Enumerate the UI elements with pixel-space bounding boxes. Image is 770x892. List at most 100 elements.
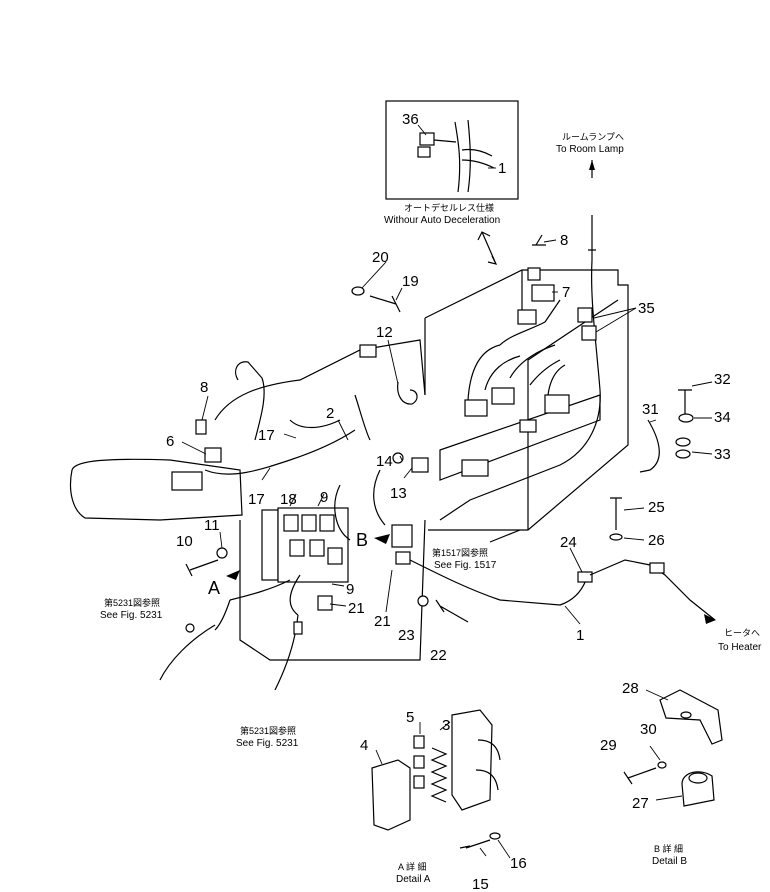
lever <box>235 361 265 441</box>
armrest-pad <box>69 458 243 521</box>
callout-33: 33 <box>714 446 731 463</box>
relay-1 <box>464 399 488 417</box>
callout-27: 27 <box>632 795 649 812</box>
controller-housing <box>424 267 629 531</box>
screw-15 <box>459 839 491 849</box>
room-lamp-arrowhead <box>589 160 595 170</box>
grommet-left <box>185 623 195 633</box>
callout-1-inset: 1 <box>498 160 506 177</box>
room-lamp-lead: ルームランプへ To Room Lamp <box>556 132 624 391</box>
washer-23 <box>417 595 429 607</box>
washer-26 <box>609 533 623 541</box>
relay-e <box>309 539 325 557</box>
bolt-32 <box>678 389 692 414</box>
relay-b <box>301 514 317 532</box>
callout-2: 2 <box>326 405 334 422</box>
callout-9-upper: 9 <box>320 489 328 506</box>
inset-frame <box>385 100 519 200</box>
detail-a-jp: A 詳 細 <box>398 861 427 872</box>
bracket-12a <box>359 344 377 358</box>
callout-10: 10 <box>176 533 193 550</box>
heater-arrowhead <box>704 614 716 624</box>
heater-wire-main <box>409 559 587 606</box>
leader-lines <box>181 239 713 859</box>
ref-5231-left-en: See Fig. 5231 <box>100 610 163 621</box>
callout-numbers: 8 7 35 32 34 33 31 25 26 24 1 20 19 12 2… <box>166 232 731 892</box>
view-marker-b: B <box>356 530 368 550</box>
bracket-12 <box>397 381 418 405</box>
bolt-29 <box>623 767 657 785</box>
left-harness <box>204 394 371 475</box>
washer-20 <box>351 286 365 296</box>
washer-14 <box>392 452 404 464</box>
view-a-arrow <box>226 570 240 580</box>
detail-a: A 詳 細 Detail A <box>371 709 501 885</box>
callout-34: 34 <box>714 409 731 426</box>
callout-24: 24 <box>560 534 577 551</box>
callout-31: 31 <box>642 401 659 418</box>
connector-7 <box>531 284 555 302</box>
callout-28: 28 <box>622 680 639 697</box>
callout-29: 29 <box>600 737 617 754</box>
relay-d <box>289 539 305 557</box>
callout-13: 13 <box>390 485 407 502</box>
callout-9-lower: 9 <box>346 581 354 598</box>
washer-34 <box>678 413 694 423</box>
console-left <box>69 339 429 661</box>
top-bolts <box>351 234 546 313</box>
connector-6 <box>204 447 222 463</box>
relay-2 <box>491 387 515 405</box>
callout-4: 4 <box>360 737 368 754</box>
heater-en: To Heater <box>718 642 762 653</box>
connector-7b <box>517 309 537 325</box>
wire-to-5231 <box>159 599 303 691</box>
view-marker-a: A <box>208 578 220 598</box>
heater-jp: ヒータへ <box>724 628 760 638</box>
room-lamp-wire <box>588 215 601 391</box>
callout-20: 20 <box>372 249 389 266</box>
callout-25: 25 <box>648 499 665 516</box>
fuse-holder-wires <box>475 739 501 791</box>
heater-plug <box>649 562 665 574</box>
ref-1517-arrow <box>489 529 521 543</box>
callout-17-upper: 17 <box>258 427 275 444</box>
callout-26: 26 <box>648 532 665 549</box>
callout-14: 14 <box>376 453 393 470</box>
connector-b-region <box>334 469 716 623</box>
room-lamp-en: To Room Lamp <box>556 144 624 155</box>
detail-b-en: Detail B <box>652 856 687 867</box>
terminals-5 <box>430 747 448 803</box>
lamp-harness-run <box>439 389 601 521</box>
detail-b-jp: B 詳 細 <box>654 843 683 854</box>
callout-18: 18 <box>280 491 297 508</box>
washer-33a <box>675 437 691 447</box>
callout-16: 16 <box>510 855 527 872</box>
callout-19: 19 <box>402 273 419 290</box>
clamp-27-hole <box>688 772 708 784</box>
bolt-19 <box>369 295 401 313</box>
switch-block <box>171 471 203 491</box>
callout-30: 30 <box>640 721 657 738</box>
bracket-28-hole <box>680 711 692 719</box>
callout-32: 32 <box>714 371 731 388</box>
callout-8-top: 8 <box>560 232 568 249</box>
callout-5: 5 <box>406 709 414 726</box>
relay-a <box>283 514 299 532</box>
callout-6: 6 <box>166 433 174 450</box>
clip-5c <box>413 775 425 789</box>
callout-15: 15 <box>472 876 489 892</box>
clip-5a <box>413 735 425 749</box>
callout-22: 22 <box>430 647 447 664</box>
callout-11: 11 <box>204 517 220 534</box>
relay-c <box>319 514 335 532</box>
console-top <box>214 339 426 421</box>
wire-5231-left <box>159 599 231 681</box>
connector-b <box>391 524 413 548</box>
connector-b2 <box>395 551 411 565</box>
detail-b: B 詳 細 Detail B <box>623 689 723 867</box>
callout-17-lower: 17 <box>248 491 265 508</box>
relay-3 <box>544 394 570 414</box>
detail-a-en: Detail A <box>396 874 431 885</box>
ref-1517-en: See Fig. 1517 <box>434 560 497 571</box>
